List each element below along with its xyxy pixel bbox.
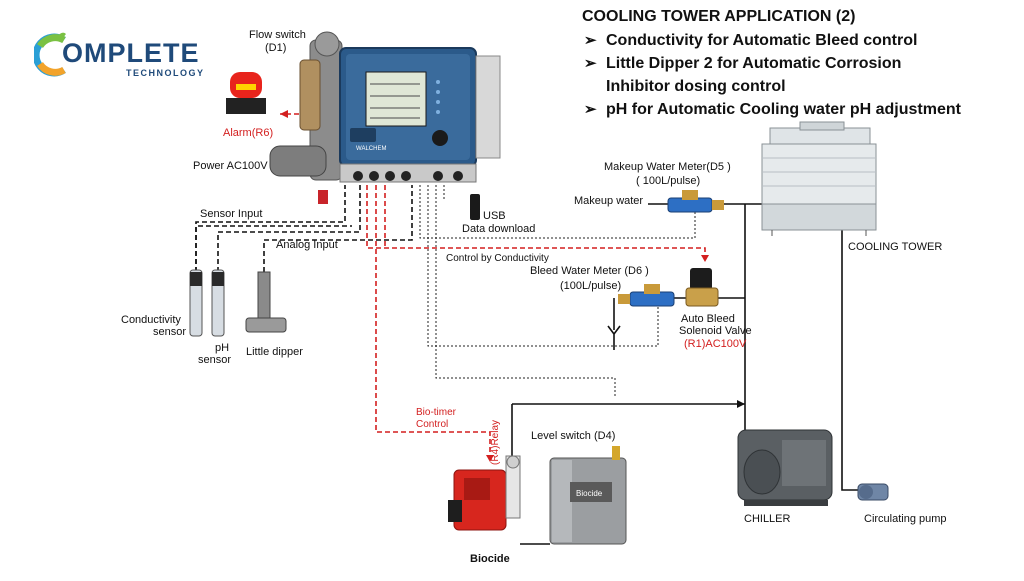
biocide-pump (448, 455, 521, 531)
sensor-input-label: Sensor Input (200, 208, 262, 220)
feature-item-continued: Inhibitor dosing control (606, 78, 786, 95)
circulating-pump-label: Circulating pump (864, 513, 947, 525)
alarm-label: Alarm(R6) (223, 127, 273, 139)
logo-wordmark: OMPLETE (62, 38, 200, 68)
feature-list: ➢Conductivity for Automatic Bleed contro… (582, 29, 1022, 121)
analog-input-label: Analog Input (276, 239, 338, 251)
bio-timer-label-line2: Control (416, 419, 448, 430)
chiller-label: CHILLER (744, 513, 791, 525)
logo-subtitle: TECHNOLOGY (126, 68, 205, 78)
conductivity-label-line1: Conductivity (121, 314, 181, 326)
controller-assembly (269, 31, 501, 220)
slide-title-block: COOLING TOWER APPLICATION (2) ➢Conductiv… (582, 6, 1022, 121)
biocide-label: Biocide (470, 553, 510, 565)
makeup-rate-label: ( 100L/pulse) (636, 175, 700, 187)
solenoid-arrow-head (701, 255, 709, 262)
bleed-rate-label: (100L/pulse) (560, 280, 621, 292)
bleed-water-meter (618, 284, 675, 307)
biocide-tank (549, 446, 627, 545)
makeup-meter-label: Makeup Water Meter(D5 ) (604, 161, 731, 173)
controller-knob (432, 130, 448, 146)
usb-label: USB (483, 210, 506, 222)
bio-timer-label-line1: Bio-timer (416, 407, 457, 418)
power-label: Power AC100V (193, 160, 268, 172)
feature-item: ➢Conductivity for Automatic Bleed contro… (582, 29, 1022, 52)
level-switch-label: Level switch (D4) (531, 430, 615, 442)
drain-symbol (607, 325, 621, 350)
cooling-tower-label: COOLING TOWER (848, 241, 942, 253)
usb-drive (470, 194, 480, 220)
conductivity-sensor (189, 269, 203, 337)
controller-screen (365, 71, 427, 127)
alarm-arrow-head (280, 110, 288, 118)
makeup-water-label: Makeup water (574, 195, 643, 207)
cooling-tower (761, 121, 877, 236)
solenoid-valve-label: Solenoid Valve (679, 325, 752, 337)
bleed-meter-label: Bleed Water Meter (D6 ) (530, 265, 649, 277)
auto-bleed-label: Auto Bleed (681, 313, 735, 325)
ph-label-line2: sensor (198, 354, 231, 366)
signal-wiring (419, 185, 696, 398)
pipe-arrow (737, 400, 745, 408)
feature-item: ➢Little Dipper 2 for Automatic Corrosion (582, 52, 1022, 75)
chiller (737, 429, 833, 506)
solenoid-power-label: (R1)AC100V (684, 338, 747, 350)
data-download-label: Data download (462, 223, 535, 235)
sensor-wiring (195, 185, 413, 272)
company-logo: OMPLETE TECHNOLOGY (34, 28, 224, 83)
control-by-conductivity-label: Control by Conductivity (446, 253, 549, 264)
bullet-arrow-icon: ➢ (584, 101, 597, 118)
makeup-water-meter (667, 190, 724, 213)
ph-sensor (211, 269, 225, 337)
circulating-pump (857, 483, 889, 501)
relay-label: (R4)Relay (490, 420, 501, 465)
bullet-arrow-icon: ➢ (584, 32, 597, 49)
logo-c-icon (34, 32, 66, 77)
little-dipper-label: Little dipper (246, 346, 303, 358)
slide-title: COOLING TOWER APPLICATION (2) (582, 8, 856, 25)
ph-label-line1: pH (215, 342, 229, 354)
little-dipper-sensor (245, 271, 287, 333)
solenoid-valve (685, 268, 719, 307)
conductivity-label-line2: sensor (153, 326, 186, 338)
relay-arrow-head (486, 455, 494, 462)
biocide-tank-label: Biocide (576, 489, 603, 498)
alarm-beacon (226, 72, 266, 114)
bullet-arrow-icon: ➢ (584, 55, 597, 72)
feature-item: ➢pH for Automatic Cooling water pH adjus… (582, 98, 1022, 121)
controller-brand-label: WALCHEM (356, 146, 386, 152)
flow-switch-label: Flow switch (249, 29, 306, 41)
flow-switch-id: (D1) (265, 42, 286, 54)
